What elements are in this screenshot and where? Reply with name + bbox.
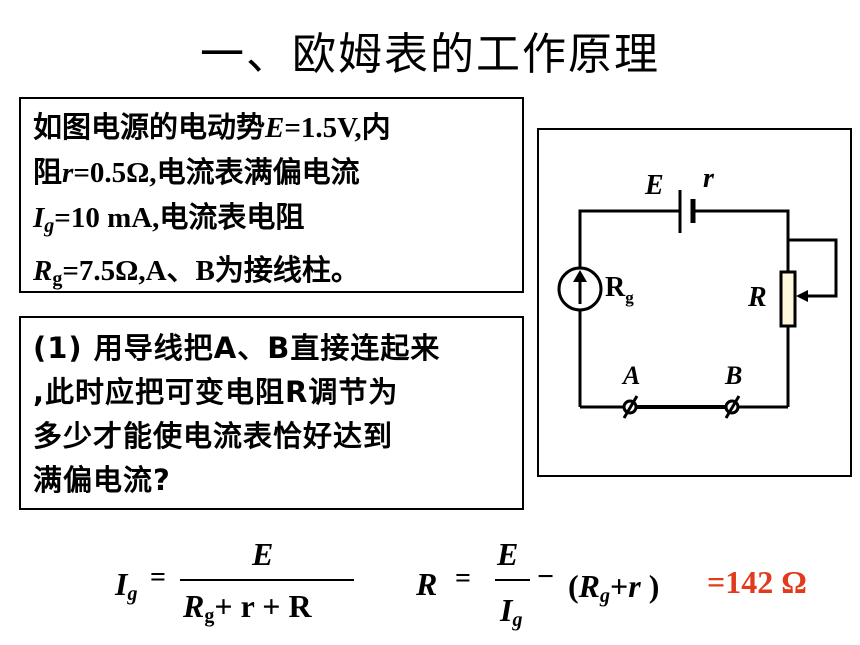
formula2-result: =142 Ω xyxy=(707,564,807,600)
formula2-minus: − xyxy=(537,560,555,593)
slide-title: 一、欧姆表的工作原理 xyxy=(200,29,660,80)
battery-internal-resistance-label: r xyxy=(703,163,715,194)
galvanometer-arrow-head xyxy=(573,270,587,282)
terminal-b-slash xyxy=(724,395,741,419)
formula2-equals: = xyxy=(455,563,471,594)
formula2-parenthetical: (Rg+r ) xyxy=(568,568,660,607)
question-line-4: 满偏电流? xyxy=(33,463,171,497)
rheostat-slider-wire xyxy=(788,238,838,298)
question-line-2: ,此时应把可变电阻R调节为 xyxy=(33,375,399,409)
formula2-lhs: R xyxy=(416,566,438,602)
formula1-equals: = xyxy=(150,562,166,593)
formula2-denominator: Ig xyxy=(500,592,523,631)
question-line-1: (1) 用导线把A、B直接连起来 xyxy=(33,331,441,365)
statement-line-3: Ig=10 mA,电流表电阻 xyxy=(33,200,305,237)
question-line-3: 多少才能使电流表恰好达到 xyxy=(33,419,394,453)
rheostat-slider-arrow xyxy=(796,290,808,302)
terminal-a-slash xyxy=(622,395,639,419)
statement-line-2: 阻r=0.5Ω,电流表满偏电流 xyxy=(33,155,360,189)
galvanometer-label: Rg xyxy=(605,272,634,307)
terminal-a-label: A xyxy=(621,361,640,390)
terminal-b-label: B xyxy=(724,361,742,390)
formula1-denominator: Rg+ r + R xyxy=(183,588,312,627)
statement-line-1: 如图电源的电动势E=1.5V,内 xyxy=(33,110,391,144)
question-box: (1) 用导线把A、B直接连起来 ,此时应把可变电阻R调节为 多少才能使电流表恰… xyxy=(19,316,524,510)
wire-top-left xyxy=(578,209,680,267)
rheostat-label: R xyxy=(747,282,767,313)
statement-line-4: Rg=7.5Ω,A、B为接线柱。 xyxy=(33,253,360,290)
rheostat-body xyxy=(779,270,797,328)
formula2-numerator: E xyxy=(497,536,519,572)
formula1-lhs: Ig xyxy=(115,566,138,605)
problem-statement-box: 如图电源的电动势E=1.5V,内 阻r=0.5Ω,电流表满偏电流 Ig=10 m… xyxy=(19,97,524,293)
circuit-diagram-frame xyxy=(537,128,852,477)
formula1-numerator: E xyxy=(252,536,274,572)
wire-top-right xyxy=(693,209,790,272)
battery-emf-label: E xyxy=(644,170,664,201)
